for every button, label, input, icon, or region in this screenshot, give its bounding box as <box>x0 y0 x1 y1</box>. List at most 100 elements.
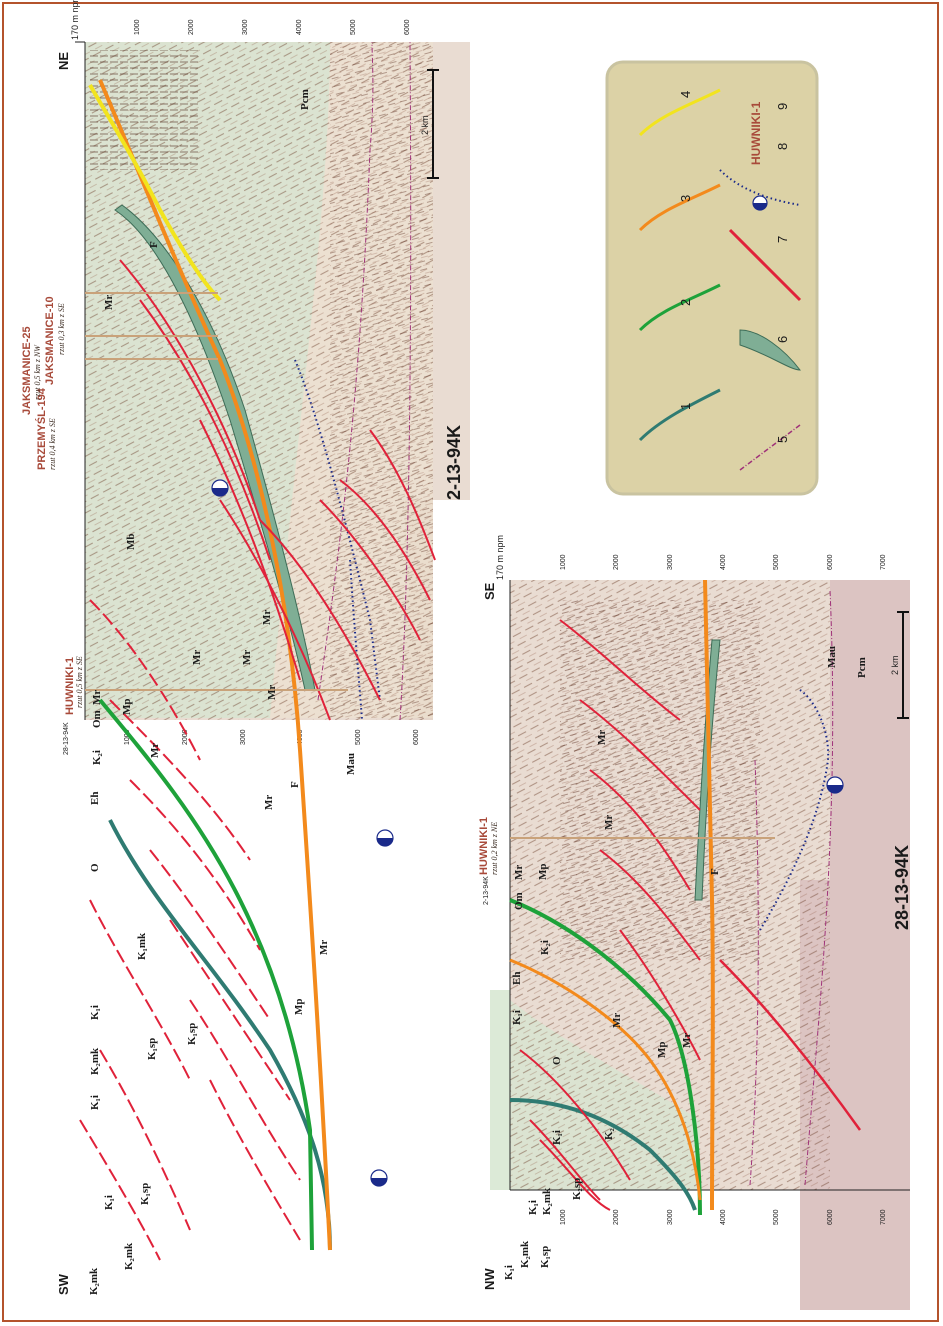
section-28-13-94k: 1000 2000 3000 4000 5000 6000 7000 1000 … <box>478 535 915 1310</box>
unit-label: Om <box>513 892 525 910</box>
unit-label: K₁sp <box>186 1023 198 1045</box>
legend-num-6: 6 <box>775 336 790 343</box>
unit-label: K₁i <box>89 1095 101 1110</box>
unit-label: Mp <box>656 1042 668 1059</box>
unit-label: Mr <box>261 610 273 625</box>
end-label-sw: SW <box>56 1273 71 1295</box>
legend-num-7: 7 <box>775 236 790 243</box>
unit-label: Mp <box>537 864 549 881</box>
pcm-panel <box>830 580 910 1310</box>
unit-label: F <box>289 781 301 788</box>
unit-label: Pcm <box>856 657 868 678</box>
depth-tick-6000: 6000 <box>413 729 420 745</box>
depth-tick-1000-top: 1000 <box>134 19 141 35</box>
unit-label: K₂ <box>603 1127 615 1140</box>
depth-tick: 7000 <box>880 1209 887 1225</box>
well-label-jaksmanice-10: JAKSMANICE-10 <box>44 296 56 385</box>
unit-label: F <box>148 241 160 248</box>
unit-label: K₁i <box>511 1010 523 1025</box>
legend-num-9: 9 <box>775 103 790 110</box>
unit-label: K₁i <box>527 1200 539 1215</box>
depth-tick: 5000 <box>773 1209 780 1225</box>
unit-label: Mr <box>103 295 115 310</box>
section-name-2-13-94k: 2-13-94K <box>444 425 464 500</box>
depth-tick: 1000 <box>560 1209 567 1225</box>
unit-label: Mr <box>191 650 203 665</box>
depth-ticks-right: 1000 2000 3000 4000 5000 6000 7000 <box>560 554 887 570</box>
legend-num-4: 4 <box>678 91 693 98</box>
well-note-huwniki-1: rzut 0,2 km z NE <box>490 822 499 875</box>
unit-label: Mr <box>263 795 275 810</box>
depth-tick: 2000 <box>613 1209 620 1225</box>
depth-tick: 3000 <box>667 554 674 570</box>
depth-tick: 3000 <box>667 1209 674 1225</box>
seismic-texture-deep <box>560 600 760 960</box>
legend-box <box>607 62 817 494</box>
unit-label: K₂mk <box>89 1047 101 1075</box>
depth-tick: 6000 <box>827 554 834 570</box>
depth-tick-5000-top: 5000 <box>350 19 357 35</box>
crossing-label-28-13-94k: 28-13-94K <box>63 722 70 755</box>
unit-label: Mp <box>293 999 305 1016</box>
depth-tick: 2000 <box>613 554 620 570</box>
well-note-jaksmanice-10: rzut 0,3 km z SE <box>57 303 66 355</box>
unit-label: Mr <box>149 743 161 758</box>
unit-label: K₂mk <box>123 1242 135 1270</box>
legend: 1 2 3 4 5 6 7 8 9 HUWNIKI-1 <box>607 62 817 494</box>
unit-label: Mr <box>513 865 525 880</box>
datum-label: 170 m npm <box>495 535 505 580</box>
unit-label: Mau <box>345 753 357 775</box>
section-2-13-94k: 1000 2000 3000 4000 5000 6000 1000 2000 … <box>21 0 470 1295</box>
well-symbol <box>827 777 843 793</box>
scale-bar-label: 2 km <box>420 115 430 135</box>
unit-label: K₁i <box>503 1265 515 1280</box>
unit-label: K₁sp <box>539 1246 551 1268</box>
well-label-huwniki-1: HUWNIKI-1 <box>478 817 490 875</box>
unit-label: K₂sp <box>571 1178 583 1200</box>
unit-label: Mau <box>826 646 838 668</box>
depth-tick-2000-top: 2000 <box>188 19 195 35</box>
unit-label: K₂mk <box>519 1240 531 1268</box>
unit-label: Mr <box>266 685 278 700</box>
unit-label: Eh <box>89 792 101 805</box>
legend-num-5: 5 <box>775 436 790 443</box>
nw-strip <box>490 990 510 1190</box>
legend-num-1: 1 <box>678 403 693 410</box>
end-label-se: SE <box>482 582 497 600</box>
unit-label: K₁sp <box>146 1038 158 1060</box>
depth-tick-3000: 3000 <box>240 729 247 745</box>
depth-tick-4000-top: 4000 <box>296 19 303 35</box>
depth-tick: 7000 <box>880 554 887 570</box>
well-label-jaksmanice-25: JAKSMANICE-25 <box>21 326 33 415</box>
end-label-ne: NE <box>56 52 71 70</box>
depth-tick: 4000 <box>720 1209 727 1225</box>
scale-bar-label: 2 km <box>890 655 900 675</box>
unit-label: Om <box>91 710 103 728</box>
depth-tick: 1000 <box>560 554 567 570</box>
unit-label: Mr <box>681 1033 693 1048</box>
unit-label: K₁sp <box>139 1183 151 1205</box>
unit-label: Mr <box>241 650 253 665</box>
unit-label: F <box>709 868 721 875</box>
seismic-texture-deep <box>330 42 433 718</box>
unit-label: Mr <box>611 1013 623 1028</box>
unit-label: Mr <box>91 690 103 705</box>
depth-tick-5000: 5000 <box>355 729 362 745</box>
unit-label: K₂i <box>91 750 103 765</box>
unit-label: K₁i <box>89 1005 101 1020</box>
unit-label: Pcm <box>299 89 311 110</box>
unit-label: Mb <box>125 534 137 551</box>
unit-label: K₂mk <box>541 1187 553 1215</box>
depth-tick: 4000 <box>720 554 727 570</box>
unit-label: O <box>89 863 101 872</box>
unit-label: K₁i <box>551 1130 563 1145</box>
unit-label: Mr <box>318 940 330 955</box>
unit-label: K₁i <box>103 1195 115 1210</box>
well-note-jaksmanice-25: rzut 0,5 km z NW <box>33 344 42 400</box>
legend-well-symbol <box>753 196 767 210</box>
legend-well-example: HUWNIKI-1 <box>749 101 763 165</box>
datum-label: 170 m npm <box>70 0 80 40</box>
unit-label: K₂i <box>539 940 551 955</box>
depth-tick-6000-top: 6000 <box>404 19 411 35</box>
